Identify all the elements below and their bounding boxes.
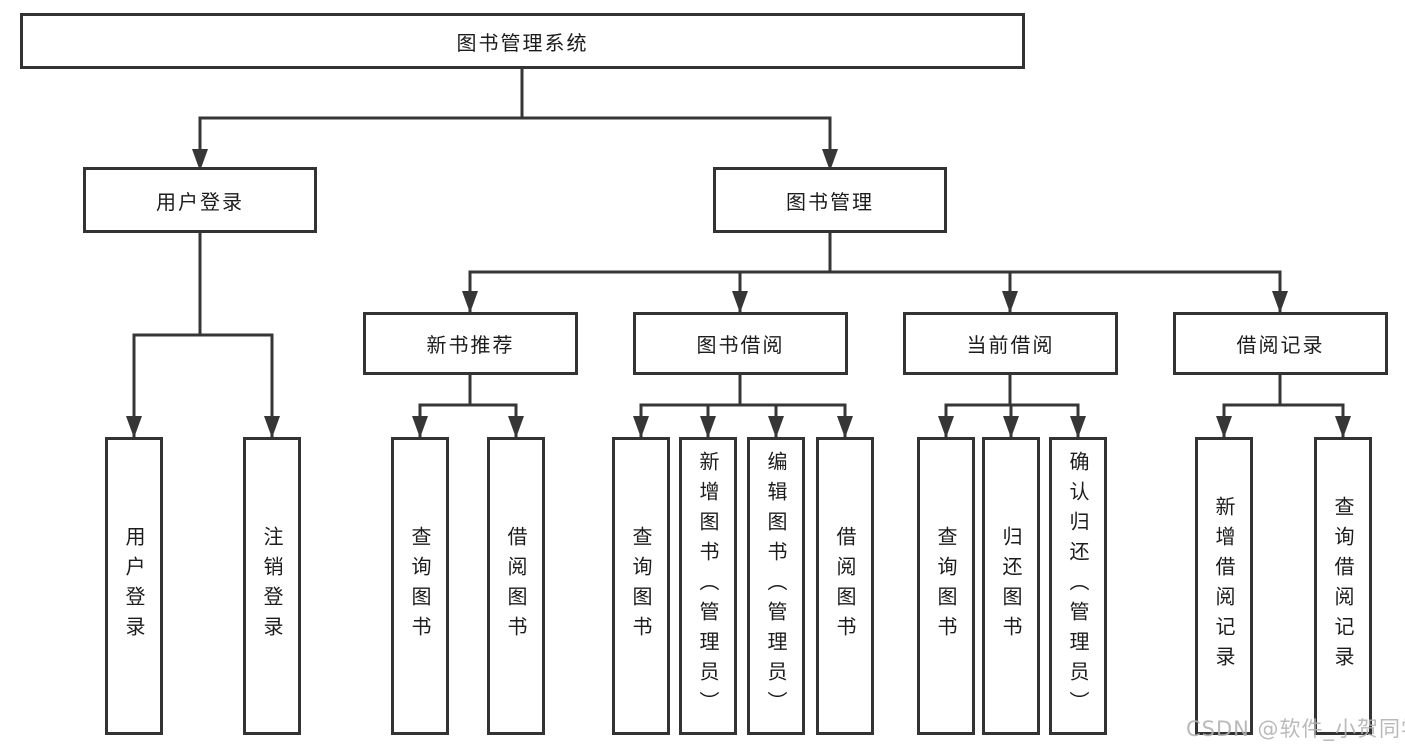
connector-user-login-to-leaves xyxy=(126,231,280,439)
connector-new-book-recommend-to-leaves xyxy=(412,373,524,439)
leaf-borrow-books: 借阅图书 xyxy=(816,437,874,735)
leaf-query-books-borrow-label: 查询图书 xyxy=(629,526,653,646)
leaf-query-books-current-label: 查询图书 xyxy=(934,526,958,646)
leaf-query-books-recommend: 查询图书 xyxy=(391,437,449,735)
leaf-user-login: 用户登录 xyxy=(105,437,163,735)
leaf-add-borrow-record: 新增借阅记录 xyxy=(1195,437,1253,735)
connector-current-borrow-to-leaves xyxy=(938,373,1086,439)
leaf-add-books-admin-label: 新增图书（管理员） xyxy=(696,451,720,721)
node-current-borrow: 当前借阅 xyxy=(903,312,1118,375)
leaf-edit-books-admin: 编辑图书（管理员） xyxy=(747,437,805,735)
connector-root-to-level2 xyxy=(192,67,838,172)
leaf-confirm-return-admin-label: 确认归还（管理员） xyxy=(1066,451,1090,721)
node-book-management: 图书管理 xyxy=(713,167,947,233)
leaf-borrow-books-recommend-label: 借阅图书 xyxy=(504,526,528,646)
node-new-book-recommend: 新书推荐 xyxy=(363,312,578,375)
leaf-logout: 注销登录 xyxy=(243,437,301,735)
connector-book-borrow-to-leaves xyxy=(633,373,853,439)
node-book-borrow: 图书借阅 xyxy=(633,312,848,375)
leaf-query-borrow-record-label: 查询借阅记录 xyxy=(1331,496,1355,676)
leaf-add-borrow-record-label: 新增借阅记录 xyxy=(1212,496,1236,676)
connector-book-management-to-level3 xyxy=(462,231,1288,314)
leaf-logout-label: 注销登录 xyxy=(260,526,284,646)
leaf-user-login-label: 用户登录 xyxy=(122,526,146,646)
node-user-login: 用户登录 xyxy=(83,167,317,233)
leaf-query-books-recommend-label: 查询图书 xyxy=(408,526,432,646)
leaf-borrow-books-label: 借阅图书 xyxy=(833,526,857,646)
leaf-borrow-books-recommend: 借阅图书 xyxy=(487,437,545,735)
leaf-confirm-return-admin: 确认归还（管理员） xyxy=(1049,437,1107,735)
leaf-query-books-current: 查询图书 xyxy=(917,437,975,735)
leaf-query-borrow-record: 查询借阅记录 xyxy=(1314,437,1372,735)
node-root: 图书管理系统 xyxy=(20,13,1025,69)
leaf-return-books: 归还图书 xyxy=(982,437,1040,735)
node-borrow-records: 借阅记录 xyxy=(1173,312,1388,375)
leaf-add-books-admin: 新增图书（管理员） xyxy=(679,437,737,735)
connector-borrow-records-to-leaves xyxy=(1216,373,1351,439)
leaf-return-books-label: 归还图书 xyxy=(999,526,1023,646)
watermark: CSDN @软件_小贺同学 xyxy=(1186,717,1405,741)
leaf-edit-books-admin-label: 编辑图书（管理员） xyxy=(764,451,788,721)
leaf-query-books-borrow: 查询图书 xyxy=(612,437,670,735)
